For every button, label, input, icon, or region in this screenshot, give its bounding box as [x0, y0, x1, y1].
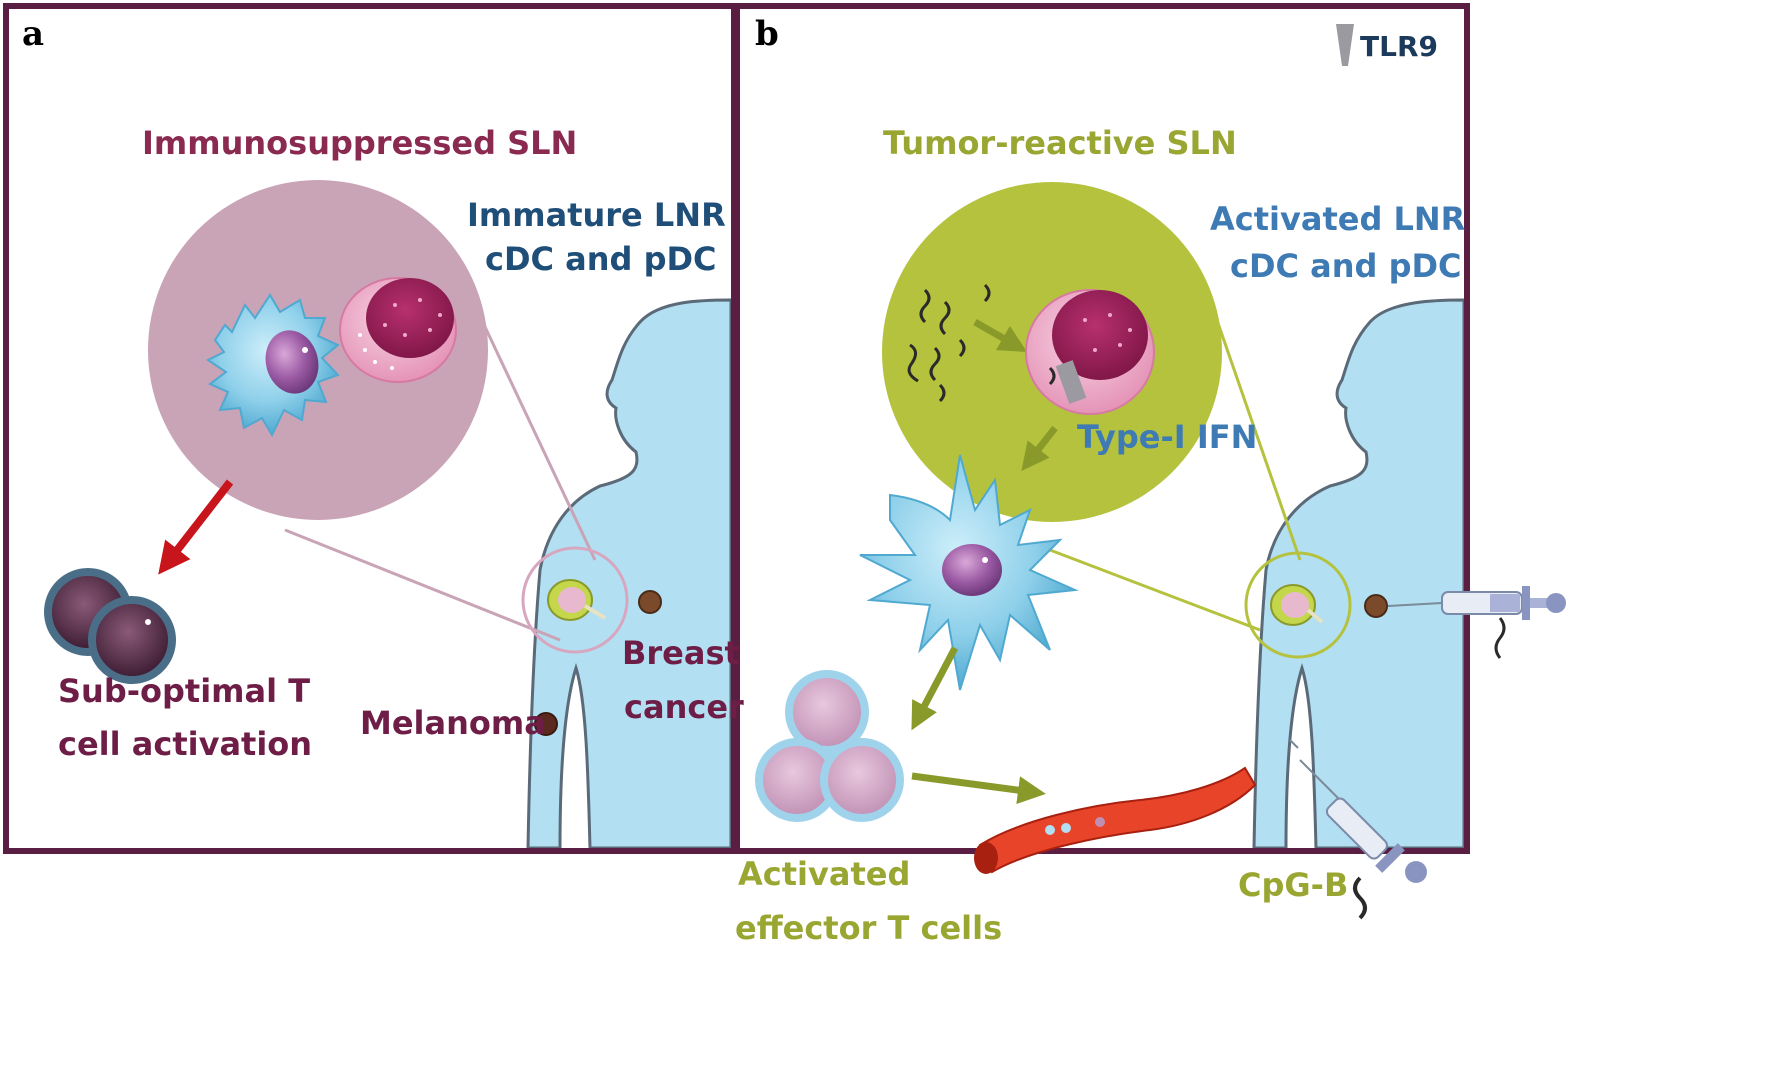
lymph-node-icon-b: [1270, 584, 1324, 626]
breast-label-line1: Breast: [622, 634, 740, 672]
olive-arrow-tcells: [911, 646, 959, 731]
panel-a-letter: a: [22, 14, 45, 54]
panel-b-dc-label-line2: cDC and pDC: [1230, 247, 1462, 285]
tumor-cell-icon: [339, 277, 457, 383]
olive-arrow-ifn: [1021, 425, 1058, 472]
activated-t-cell-icon: [755, 670, 904, 822]
zoom-line-a-lower: [284, 528, 561, 642]
breast-label-line2: cancer: [624, 688, 744, 726]
panel-a-dc-label-line1: Immature LNR: [467, 196, 726, 234]
olive-arrow-vessel: [911, 772, 1046, 805]
tumor-cell-icon-b: [1025, 289, 1155, 415]
type-i-ifn-label: Type-I IFN: [1077, 418, 1258, 456]
activated-dendritic-cell-icon: [859, 454, 1079, 691]
sln-location-circle-a: [521, 546, 629, 654]
breast-tumor-icon: [638, 590, 662, 614]
tlr9-legend-label: TLR9: [1360, 30, 1438, 63]
panel-b-tcell-label-line2: effector T cells: [735, 909, 1003, 947]
melanoma-label: Melanoma: [360, 704, 546, 742]
panel-b-dc-label-line1: Activated LNR: [1210, 200, 1466, 238]
panel-a-tcell-label-line2: cell activation: [58, 725, 313, 763]
red-arrow: [158, 479, 234, 575]
syringe-icon: [1387, 586, 1566, 659]
tlr9-receptor-icon: [1055, 360, 1087, 404]
tlr9-legend-icon: [1336, 24, 1354, 66]
zoom-line-a-upper: [468, 294, 597, 561]
olive-arrow-cpg: [973, 318, 1028, 352]
zoom-line-b-upper: [1208, 299, 1302, 561]
zoom-line-b-lower: [1049, 548, 1261, 632]
lymph-node-icon: [547, 579, 607, 621]
breast-tumor-icon-b: [1364, 594, 1388, 618]
panel-b-tcell-label-line1: Activated: [738, 855, 911, 893]
sln-location-circle-b: [1244, 551, 1352, 659]
dendritic-cell-icon: [206, 293, 340, 438]
body-silhouette-a: [526, 298, 731, 848]
cpg-oligo-icon: [907, 283, 991, 403]
panel-b-title: Tumor-reactive SLN: [883, 124, 1237, 162]
t-cell-icon: [44, 568, 176, 684]
blood-vessel-icon: [974, 766, 1257, 874]
panel-a-dc-label-line2: cDC and pDC: [485, 240, 717, 278]
panel-a-tcell-label-line1: Sub-optimal T: [58, 672, 311, 710]
cpg-b-label: CpG-B: [1238, 866, 1349, 904]
syringe-icon-lower: [1289, 739, 1427, 883]
body-silhouette-b: [1252, 298, 1464, 848]
panel-a-title: Immunosuppressed SLN: [142, 124, 578, 162]
melanoma-icon: [534, 712, 558, 736]
panel-b-letter: b: [755, 14, 779, 54]
cpg-b-icon: [1353, 876, 1367, 920]
